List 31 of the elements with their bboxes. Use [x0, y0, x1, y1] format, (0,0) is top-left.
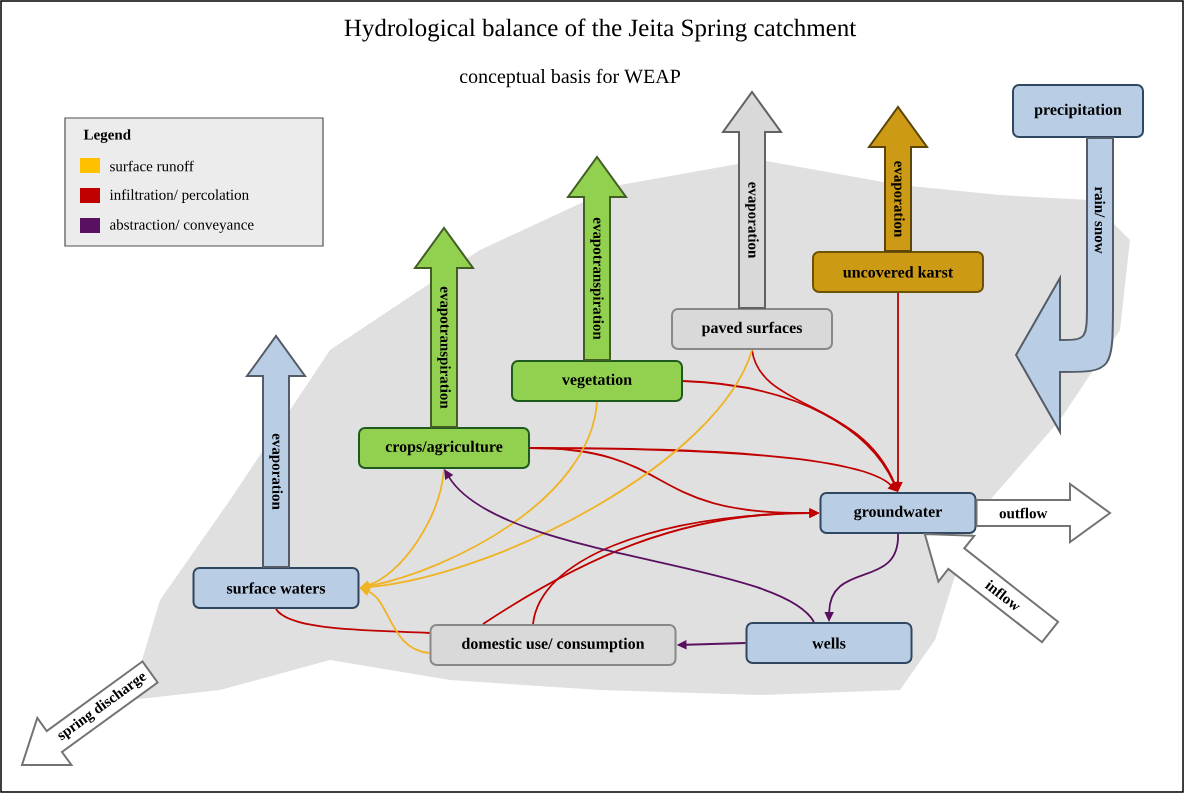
arrow: [444, 469, 815, 623]
block-arrow: [566, 155, 628, 361]
legend-label: abstraction/ conveyance: [110, 219, 254, 233]
edge-label: evaporation: [891, 161, 905, 238]
process-box: vegetation: [511, 360, 683, 402]
edge-label: evapotranspiration: [437, 286, 451, 409]
process-box: crops/agriculture: [358, 427, 530, 469]
legend-label: surface runoff: [110, 160, 194, 172]
subtitle: conceptual basis for WEAP: [459, 68, 680, 88]
process-box: groundwater: [819, 492, 977, 534]
block-arrow: [20, 660, 159, 766]
block-arrow: [975, 482, 1112, 544]
edge-label: evapotranspiration: [590, 217, 604, 340]
title: Hydrological balance of the Jeita Spring catchment: [344, 18, 857, 42]
process-box: precipitation: [1012, 84, 1144, 138]
block-arrow: [867, 105, 929, 252]
edge-label: rain/ snow: [1094, 186, 1106, 254]
block-arrow: [245, 334, 307, 568]
legend-label: infiltration/ percolation: [109, 189, 249, 203]
process-box: paved surfaces: [671, 308, 833, 350]
edge-label: evaporation: [745, 182, 759, 259]
edge-label: evaporation: [269, 433, 283, 510]
block-arrow: [1015, 137, 1114, 433]
block-arrow: [721, 90, 783, 309]
process-box: uncovered karst: [812, 251, 984, 293]
process-box: domestic use/ consumption: [429, 624, 677, 666]
process-box: surface waters: [192, 567, 360, 609]
edge-label: outflow: [999, 507, 1048, 519]
block-arrow: [413, 226, 475, 428]
process-box: wells: [745, 622, 913, 664]
legend-title: Legend: [83, 129, 131, 143]
